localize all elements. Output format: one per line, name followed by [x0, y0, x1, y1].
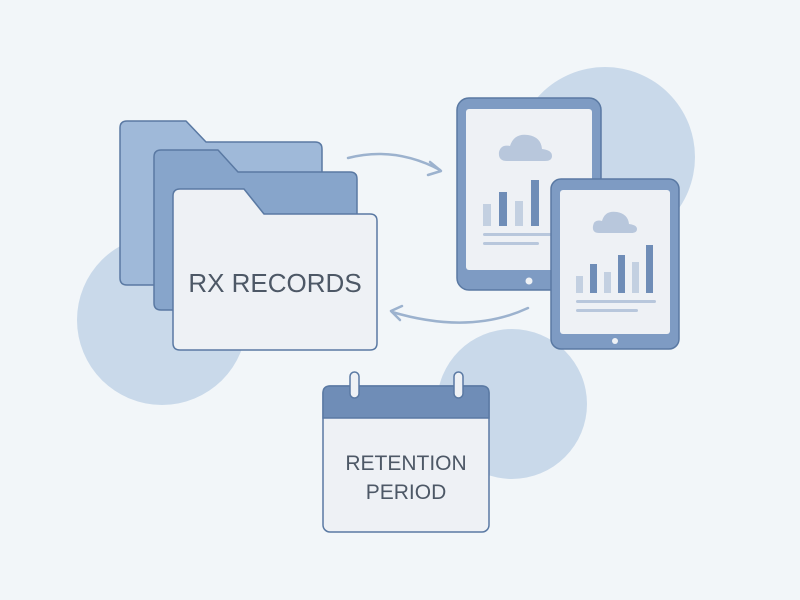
arrow-to-folder-head [389, 304, 404, 322]
chart-bar [515, 201, 523, 226]
chart-bar [604, 272, 611, 293]
calendar-ring [349, 371, 360, 399]
chart-bar [632, 262, 639, 293]
sync-arrows-icon [346, 152, 530, 324]
chart-bar [576, 276, 583, 293]
chart-bar [618, 255, 625, 293]
calendar-label-line2: PERIOD [366, 481, 447, 504]
text-line [576, 300, 656, 303]
arrow-to-tablet-head [426, 160, 443, 177]
tablet-small [550, 178, 680, 350]
tablet-home-button [525, 277, 533, 285]
folder-stack-icon [119, 120, 378, 351]
folder-label: RX RECORDS [188, 268, 361, 298]
calendar-icon [322, 371, 490, 533]
text-line [483, 242, 539, 245]
calendar-header [322, 385, 490, 419]
arrow-to-folder [390, 306, 530, 324]
cloud-icon [498, 134, 552, 161]
chart-bar [531, 180, 539, 226]
tablet-screen [560, 190, 670, 334]
chart-bar [499, 192, 507, 226]
chart-bar [590, 264, 597, 293]
chart-bar [483, 204, 491, 226]
text-line [483, 233, 555, 236]
folder-front [172, 188, 378, 351]
calendar-ring [453, 371, 464, 399]
chart-bar [646, 245, 653, 293]
arrow-to-tablet [346, 152, 442, 172]
tablet-home-button [612, 338, 618, 344]
cloud-icon [592, 211, 637, 233]
text-line [576, 309, 638, 312]
calendar-label-line1: RETENTION [345, 452, 466, 475]
bar-chart-icon [576, 245, 653, 293]
bar-chart-icon [483, 180, 539, 226]
